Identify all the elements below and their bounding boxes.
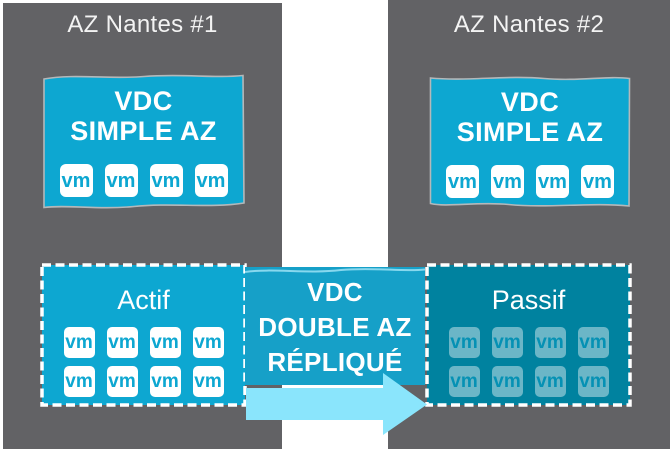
vm-grid: vm vm vm vm vm vm vm vm — [425, 327, 632, 397]
vdc-simple-az-box-2: VDC SIMPLE AZ vm vm vm vm — [427, 71, 633, 213]
zone-title-az1: AZ Nantes #1 — [67, 11, 218, 38]
vm-icon: vm — [104, 164, 138, 197]
dashed-border — [425, 263, 632, 407]
vm-icon: vm — [192, 366, 224, 397]
vm-icon: vm — [63, 327, 95, 358]
actif-label: Actif — [117, 285, 170, 315]
vm-icon: vm — [577, 327, 609, 358]
vm-icon: vm — [577, 366, 609, 397]
vm-icon: vm — [534, 327, 566, 358]
vm-icon: vm — [491, 366, 523, 397]
vm-icon: vm — [59, 164, 93, 197]
hand-drawn-border — [43, 74, 245, 209]
vm-icon: vm — [149, 327, 181, 358]
vdc-double-az-box: VDC DOUBLE AZ RÉPLIQUÉ — [245, 267, 425, 385]
vm-icon: vm — [536, 165, 569, 198]
vm-icon: vm — [534, 366, 566, 397]
vm-icon: vm — [106, 327, 138, 358]
vm-row: vm vm vm vm — [40, 164, 247, 197]
vm-icon: vm — [448, 327, 480, 358]
vm-icon: vm — [194, 164, 228, 197]
vdc-simple-title-2: VDC SIMPLE AZ — [427, 87, 633, 147]
vm-icon: vm — [149, 164, 183, 197]
vdc-label: VDC — [114, 86, 173, 116]
vm-icon: vm — [106, 366, 138, 397]
vm-icon: vm — [491, 165, 524, 198]
hand-drawn-highlight — [245, 268, 425, 273]
replication-arrow-icon — [246, 373, 427, 435]
vm-icon: vm — [63, 366, 95, 397]
vm-grid: vm vm vm vm vm vm vm vm — [40, 327, 247, 397]
simple-az-label: SIMPLE AZ — [456, 117, 604, 147]
vm-icon: vm — [446, 165, 479, 198]
vdc-double-line3: RÉPLIQUÉ — [267, 347, 403, 377]
zone-title-az2: AZ Nantes #2 — [453, 11, 605, 38]
vdc-simple-az-box-1: VDC SIMPLE AZ vm vm vm vm — [40, 70, 247, 212]
actif-box: Actif vm vm vm vm vm vm vm vm — [40, 263, 247, 407]
simple-az-label: SIMPLE AZ — [70, 116, 217, 146]
passif-label: Passif — [491, 285, 566, 315]
vm-icon: vm — [491, 327, 523, 358]
vm-icon: vm — [448, 366, 480, 397]
vdc-simple-title-1: VDC SIMPLE AZ — [40, 86, 247, 146]
vdc-double-line1: VDC — [307, 277, 363, 307]
vm-icon: vm — [149, 366, 181, 397]
vm-icon: vm — [192, 327, 224, 358]
vdc-double-line2: DOUBLE AZ — [258, 312, 412, 342]
passif-box: Passif vm vm vm vm vm vm vm vm — [425, 263, 632, 407]
vm-icon: vm — [581, 165, 614, 198]
vm-row: vm vm vm vm — [427, 165, 633, 198]
hand-drawn-border — [429, 76, 631, 207]
vdc-label: VDC — [500, 87, 560, 117]
